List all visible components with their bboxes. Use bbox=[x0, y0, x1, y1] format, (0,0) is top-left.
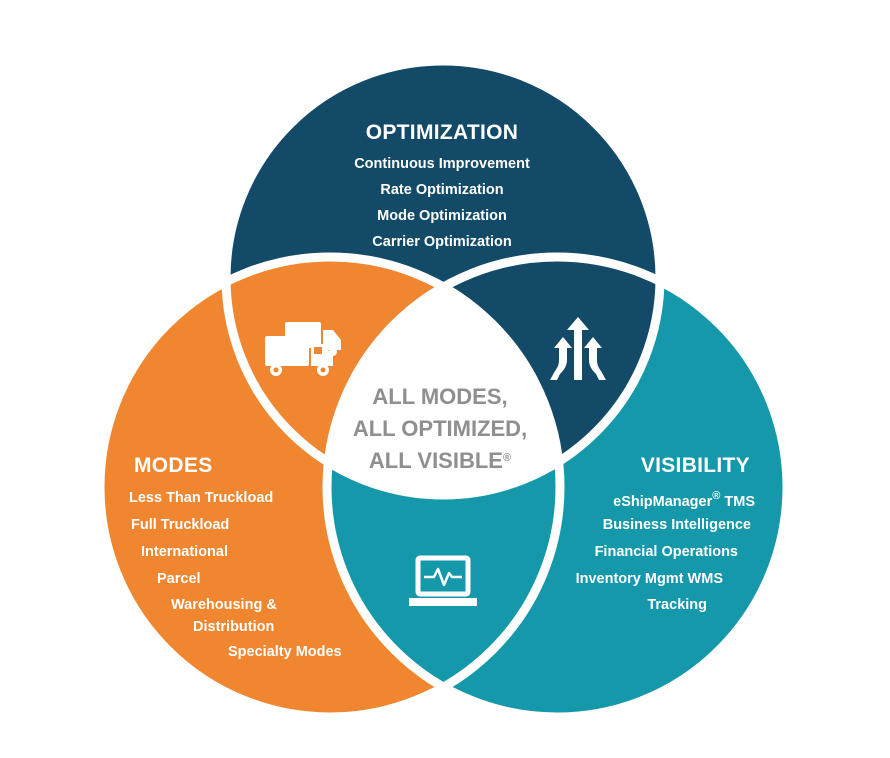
visibility-item: eShipManager® TMS bbox=[613, 490, 755, 510]
visibility-item: Tracking bbox=[647, 597, 707, 613]
modes-item: Less Than Truckload bbox=[129, 490, 274, 506]
center-line-1: ALL MODES, bbox=[372, 384, 508, 409]
center-line-2: ALL OPTIMIZED, bbox=[352, 416, 528, 441]
optimization-item: Continuous Improvement bbox=[354, 156, 530, 172]
modes-item: International bbox=[141, 544, 229, 560]
optimization-item: Rate Optimization bbox=[380, 182, 504, 198]
optimization-item: Carrier Optimization bbox=[372, 234, 512, 250]
modes-item: Warehousing & bbox=[171, 597, 277, 613]
modes-item: Parcel bbox=[157, 571, 201, 587]
visibility-title: VISIBILITY bbox=[640, 454, 750, 477]
modes-item: Distribution bbox=[193, 619, 275, 635]
visibility-item: Financial Operations bbox=[594, 544, 738, 560]
trucks-icon bbox=[265, 322, 341, 376]
laptop-pulse-icon bbox=[409, 555, 477, 606]
modes-title: MODES bbox=[134, 454, 213, 477]
arrows-up-icon bbox=[550, 317, 606, 380]
modes-item: Full Truckload bbox=[131, 517, 230, 533]
optimization-item: Mode Optimization bbox=[377, 208, 507, 224]
center-line-3: ALL VISIBLE® bbox=[368, 448, 512, 473]
visibility-item: Business Intelligence bbox=[602, 517, 751, 533]
modes-item: Specialty Modes bbox=[228, 644, 342, 660]
visibility-item: Inventory Mgmt WMS bbox=[575, 571, 723, 587]
optimization-title: OPTIMIZATION bbox=[365, 121, 519, 144]
